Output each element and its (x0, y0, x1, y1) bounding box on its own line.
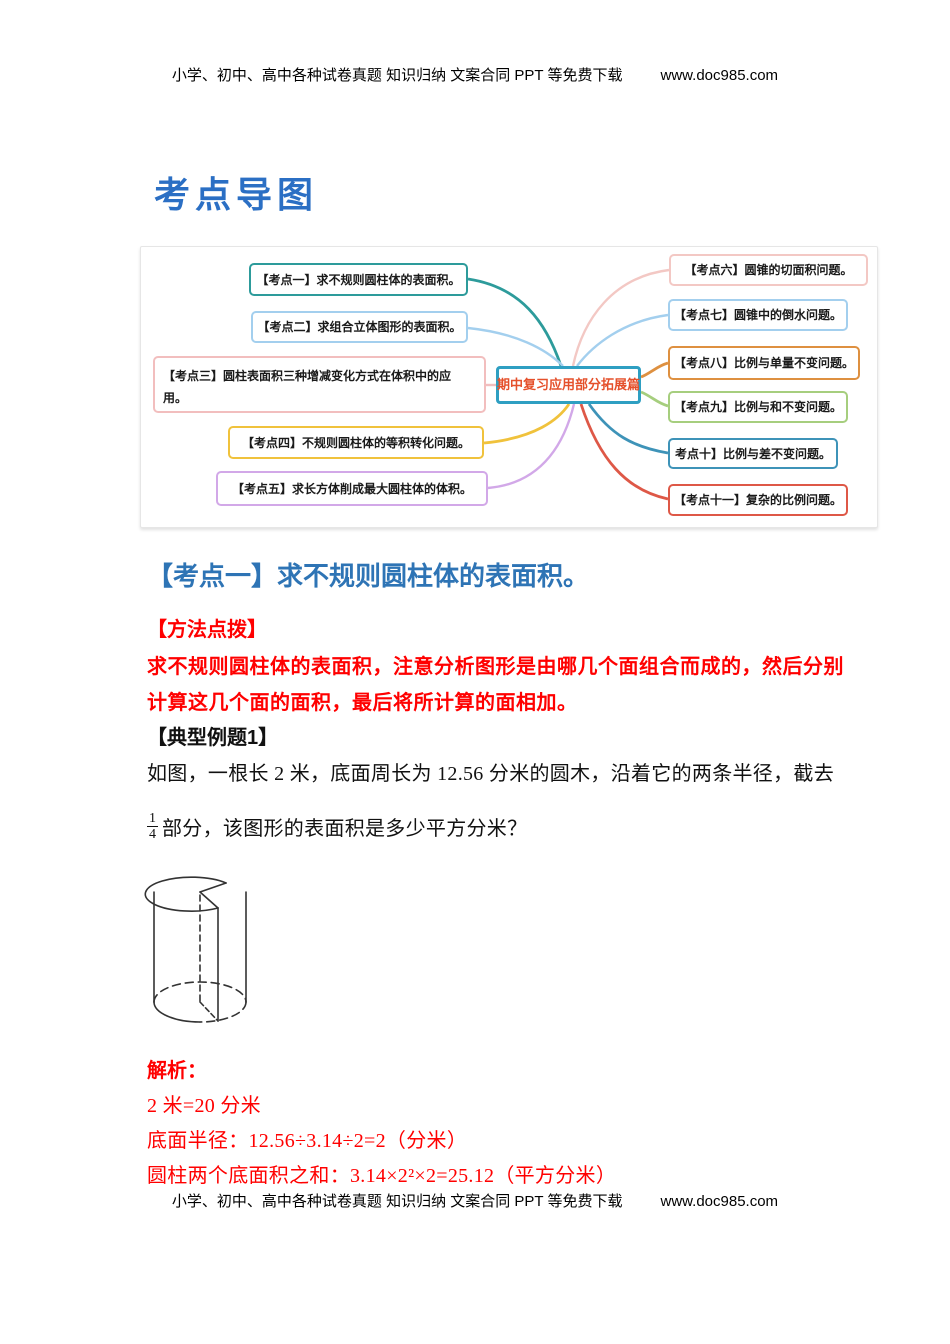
page-footer: 小学、初中、高中各种试卷真题 知识归纳 文案合同 PPT 等免费下载 www.do… (0, 1190, 950, 1211)
mindmap-node-kaodian4: 【考点四】不规则圆柱体的等积转化问题。 (228, 426, 484, 459)
mindmap-connector-lines (467, 268, 670, 501)
problem-text-line1: 如图，一根长 2 米，底面周长为 12.56 分米的圆木，沿着它的两条半径，截去 (147, 763, 834, 785)
mindmap-center-node: 期中复习应用部分拓展篇 (496, 366, 641, 404)
method-title: 【方法点拨】 (147, 619, 267, 641)
fraction-denominator: 4 (147, 825, 158, 842)
cylinder-figure (144, 876, 247, 1023)
fraction-numerator: 1 (149, 810, 156, 826)
section-heading: 【考点一】求不规则圆柱体的表面积。 (147, 561, 590, 591)
header-url: www.doc985.com (660, 67, 779, 84)
footer-text: 小学、初中、高中各种试卷真题 知识归纳 文案合同 PPT 等免费下载 (171, 1193, 623, 1210)
mindmap-node-kaodian5: 【考点五】求长方体削成最大圆柱体的体积。 (216, 471, 488, 506)
mindmap-node-kaodian9: 【考点九】比例与和不变问题。 (668, 391, 848, 423)
method-text-line1: 求不规则圆柱体的表面积，注意分析图形是由哪几个面组合而成的，然后分别 (147, 656, 844, 678)
page-header: 小学、初中、高中各种试卷真题 知识归纳 文案合同 PPT 等免费下载 www.do… (0, 64, 950, 85)
solution-line: 圆柱两个底面积之和：3.14×2²×2=25.12（平方分米） (147, 1165, 617, 1187)
mindmap-node-kaodian8: 【考点八】比例与单量不变问题。 (668, 346, 860, 380)
page-title: 考点导图 (154, 174, 319, 216)
problem-text-line2-text: 部分，该图形的表面积是多少平方分米？ (162, 817, 528, 840)
header-text: 小学、初中、高中各种试卷真题 知识归纳 文案合同 PPT 等免费下载 (171, 67, 623, 84)
fraction-one-fourth: 1 4 (147, 811, 158, 842)
mindmap-node-kaodian2: 【考点二】求组合立体图形的表面积。 (251, 311, 468, 343)
mindmap-image: 期中复习应用部分拓展篇 【考点一】求不规则圆柱体的表面积。 【考点二】求组合立体… (140, 246, 878, 528)
mindmap-node-kaodian10: 考点十】比例与差不变问题。 (668, 438, 838, 469)
footer-url: www.doc985.com (660, 1193, 779, 1210)
method-text-line2: 计算这几个面的面积，最后将所计算的面相加。 (147, 692, 578, 714)
solution-line: 底面半径：12.56÷3.14÷2=2（分米） (147, 1130, 468, 1152)
example-title: 【典型例题1】 (147, 727, 279, 749)
mindmap-node-kaodian11: 【考点十一】复杂的比例问题。 (668, 484, 848, 516)
solution-line: 2 米=20 分米 (147, 1095, 261, 1117)
solution-title: 解析： (147, 1060, 207, 1082)
mindmap-node-kaodian3: 【考点三】圆柱表面积三种增减变化方式在体积中的应用。 (153, 356, 486, 413)
mindmap-node-kaodian6: 【考点六】圆锥的切面积问题。 (669, 254, 868, 286)
mindmap-node-kaodian7: 【考点七】圆锥中的倒水问题。 (668, 299, 848, 331)
problem-text-line2: 1 4 部分，该图形的表面积是多少平方分米？ (147, 800, 527, 852)
mindmap-node-kaodian1: 【考点一】求不规则圆柱体的表面积。 (249, 263, 468, 296)
